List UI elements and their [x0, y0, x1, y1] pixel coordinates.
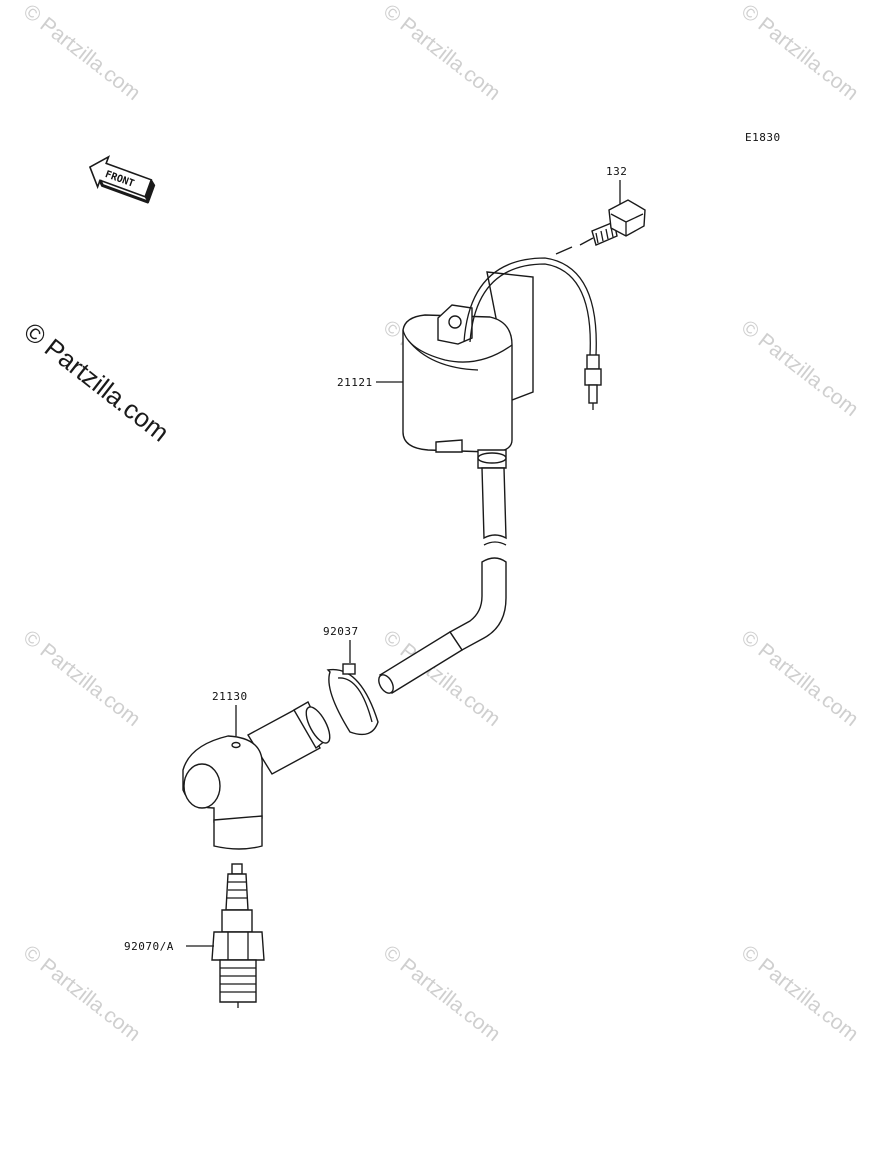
- watermark: © Partzilla.com: [379, 0, 505, 105]
- watermark: © Partzilla.com: [19, 0, 145, 105]
- spark-plug-cap: [182, 701, 331, 850]
- callout-132: 132: [606, 165, 627, 178]
- watermark: © Partzilla.com: [737, 316, 863, 421]
- front-arrow-icon: FRONT: [88, 155, 156, 204]
- clamp: [326, 663, 379, 736]
- ignition-coil: [402, 257, 602, 469]
- callout-21130: 21130: [212, 690, 248, 703]
- callout-92037: 92037: [323, 625, 359, 638]
- watermark: © Partzilla.com: [379, 941, 505, 1046]
- spark-plug: [211, 863, 265, 1008]
- diagram-code: E1830: [745, 131, 781, 144]
- watermark: © Partzilla.com: [737, 626, 863, 731]
- callout-21121: 21121: [337, 376, 373, 389]
- watermark-grid: © Partzilla.com © Partzilla.com © Partzi…: [19, 0, 863, 1046]
- bolt-132: [555, 199, 646, 255]
- watermark: © Partzilla.com: [19, 626, 145, 731]
- watermark: © Partzilla.com: [19, 941, 145, 1046]
- watermark: © Partzilla.com: [737, 0, 863, 105]
- high-tension-lead: [378, 467, 507, 694]
- watermark-main: © Partzilla.com: [18, 316, 175, 448]
- watermark: © Partzilla.com: [737, 941, 863, 1046]
- callout-92070a: 92070/A: [124, 940, 174, 953]
